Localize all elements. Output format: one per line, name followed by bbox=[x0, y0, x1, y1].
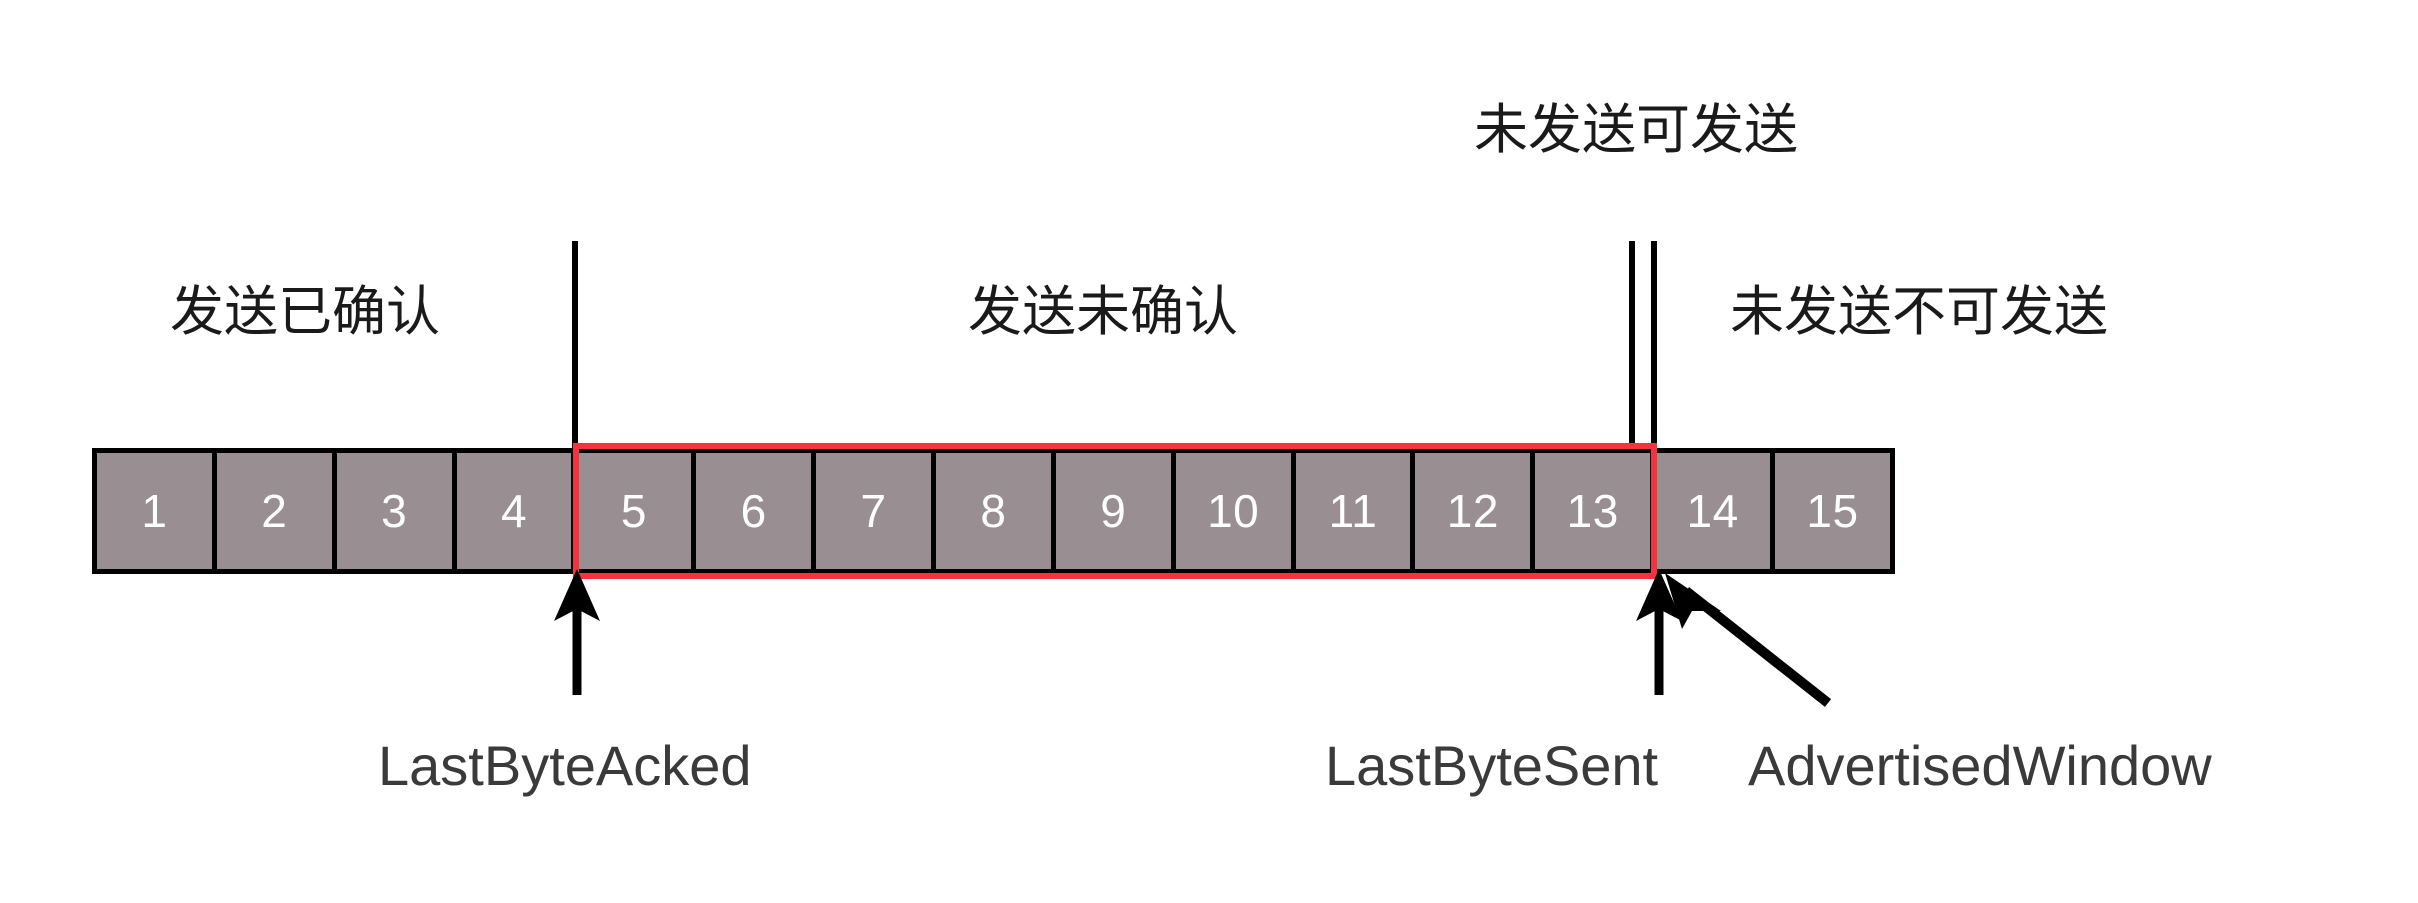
segment-cell[interactable]: 14 bbox=[1655, 453, 1776, 569]
segment-cell[interactable]: 6 bbox=[696, 453, 817, 569]
region-label-unsent-not-sendable: 未发送不可发送 bbox=[1730, 280, 2108, 343]
divider-line-last-byte-sent-right bbox=[1651, 241, 1657, 451]
byte-segment-row: 1 2 3 4 5 6 7 8 9 10 11 12 13 14 15 bbox=[92, 448, 1895, 574]
divider-line-last-byte-acked bbox=[572, 241, 578, 451]
segment-cell[interactable]: 12 bbox=[1415, 453, 1536, 569]
pointer-label-advertised-window: AdvertisedWindow bbox=[1748, 734, 2212, 797]
divider-line-last-byte-sent-left bbox=[1629, 241, 1635, 451]
pointer-label-last-byte-acked: LastByteAcked bbox=[378, 734, 752, 797]
segment-cell[interactable]: 5 bbox=[576, 453, 697, 569]
region-label-unsent-sendable: 未发送可发送 bbox=[1474, 98, 1798, 161]
pointer-label-last-byte-sent: LastByteSent bbox=[1325, 734, 1659, 797]
arrow-last-byte-acked bbox=[554, 569, 600, 695]
segment-cell[interactable]: 7 bbox=[816, 453, 937, 569]
segment-cell[interactable]: 1 bbox=[97, 453, 217, 569]
arrow-advertised-window bbox=[1665, 573, 1832, 707]
segment-cell[interactable]: 15 bbox=[1775, 453, 1890, 569]
segment-cell[interactable]: 8 bbox=[936, 453, 1056, 569]
segment-cell[interactable]: 13 bbox=[1535, 453, 1656, 569]
segment-cell[interactable]: 9 bbox=[1055, 453, 1176, 569]
segment-cell[interactable]: 4 bbox=[456, 453, 577, 569]
segment-cell[interactable]: 10 bbox=[1175, 453, 1296, 569]
segment-cell[interactable]: 11 bbox=[1295, 453, 1416, 569]
segment-cell[interactable]: 2 bbox=[216, 453, 337, 569]
arrow-last-byte-sent bbox=[1636, 569, 1682, 695]
region-label-sent-unacked: 发送未确认 bbox=[968, 280, 1238, 343]
segment-cell[interactable]: 3 bbox=[336, 453, 457, 569]
region-label-sent-acked: 发送已确认 bbox=[170, 280, 440, 343]
